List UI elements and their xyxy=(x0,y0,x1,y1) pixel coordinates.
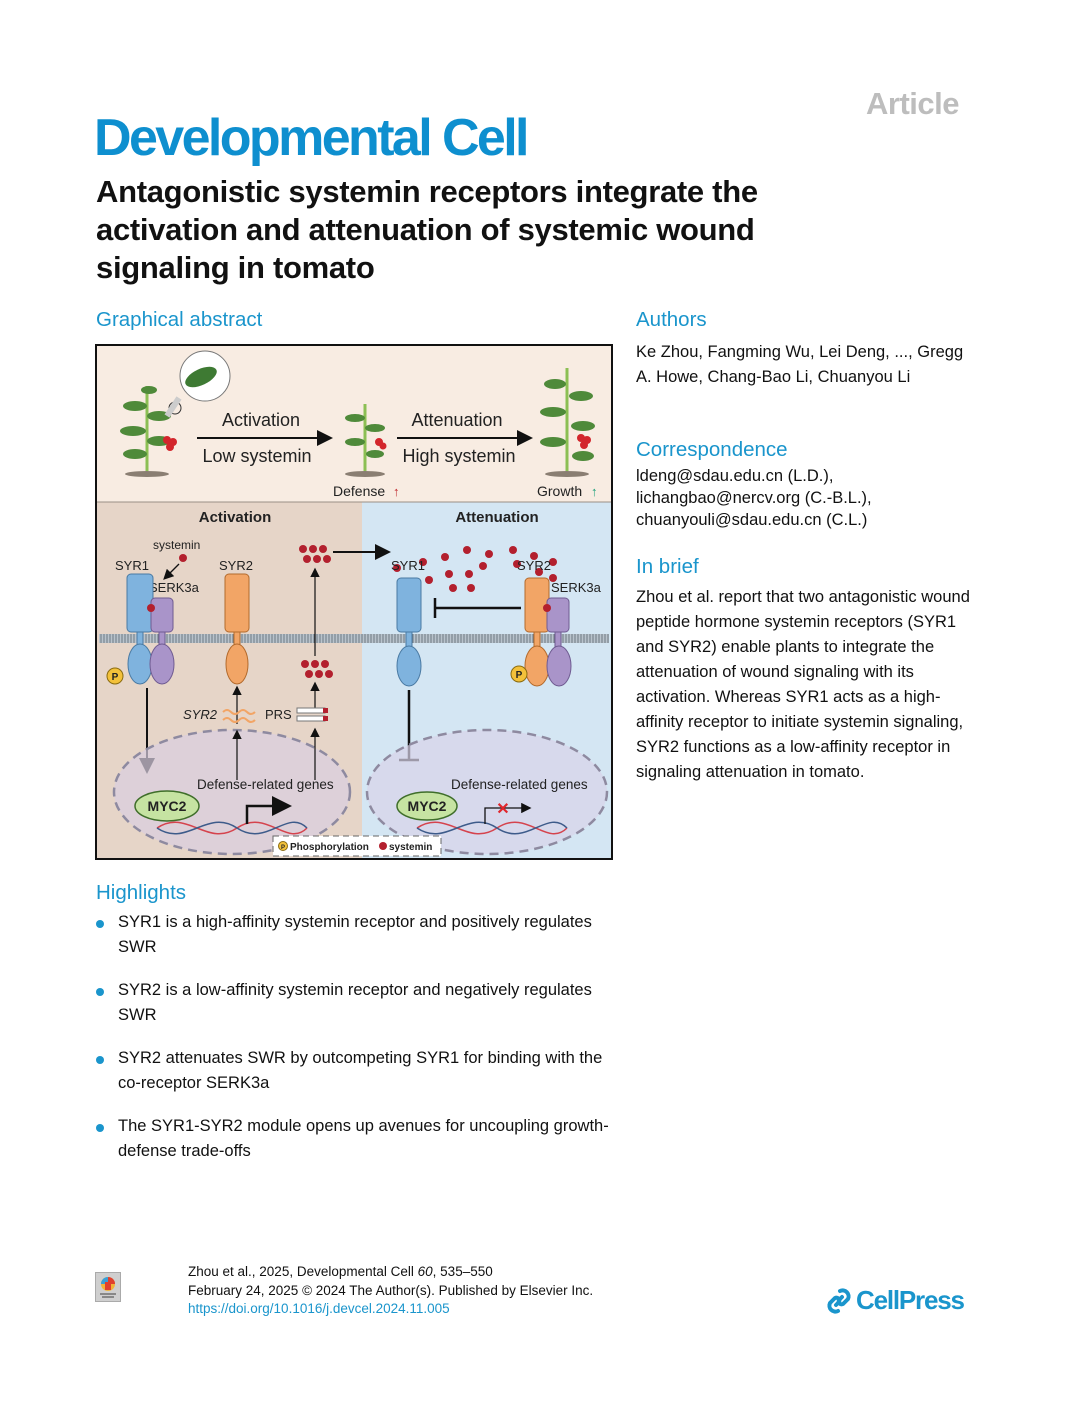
syr1-receptor-right xyxy=(396,577,422,687)
legend-phospho-label: Phosphorylation xyxy=(290,842,369,853)
legend-phospho-icon xyxy=(278,841,288,851)
syr2-label-right: SYR2 xyxy=(517,558,551,573)
in-brief-heading: In brief xyxy=(636,555,699,578)
tomato-plant-icon xyxy=(120,386,182,477)
check-for-updates-icon[interactable] xyxy=(95,1272,121,1302)
author-list: Ke Zhou, Fangming Wu, Lei Deng, ..., Gre… xyxy=(636,343,964,386)
correspondence-list: ldeng@sdau.edu.cn (L.D.), lichangbao@ner… xyxy=(636,465,976,531)
highlight-item: SYR1 is a high-affinity systemin recepto… xyxy=(96,910,616,960)
defense-genes-label-left: Defense-related genes xyxy=(197,777,334,792)
low-systemin-label: Low systemin xyxy=(202,446,311,466)
syr2-receptor-right xyxy=(524,577,550,687)
journal-name: Developmental Cell xyxy=(94,109,530,167)
serk3a-label-left: SERK3a xyxy=(149,580,200,595)
correspondence-heading: Correspondence xyxy=(636,438,788,461)
defense-genes-label-right: Defense-related genes xyxy=(451,777,588,792)
systemin-cluster-bottom xyxy=(301,660,333,678)
nucleus-right xyxy=(365,728,609,856)
prs-gene-label: PRS xyxy=(265,707,292,722)
syr2-mrna-icon xyxy=(222,709,256,723)
inhibition-bar-receptor xyxy=(433,598,521,618)
graphical-abstract-figure: Activation Low systemin Attenuation High… xyxy=(95,344,613,860)
email-link[interactable]: ldeng@sdau.edu.cn (L.D.), xyxy=(636,467,834,485)
graphical-abstract-svg: Activation Low systemin Attenuation High… xyxy=(97,346,611,858)
publication-line: February 24, 2025 © 2024 The Author(s). … xyxy=(188,1282,594,1298)
citation-line: Zhou et al., 2025, Developmental Cell 60… xyxy=(188,1264,493,1279)
growth-up-arrow-icon: ↑ xyxy=(591,484,598,499)
bullet-icon xyxy=(96,1124,104,1132)
email-link[interactable]: chuanyouli@sdau.edu.cn (C.L.) xyxy=(636,511,868,529)
legend-systemin-label: systemin xyxy=(389,842,432,853)
systemin-label: systemin xyxy=(153,538,200,552)
attenuation-label: Attenuation xyxy=(411,410,502,430)
authors-heading: Authors xyxy=(636,308,707,331)
figure-legend: P Phosphorylation systemin xyxy=(272,835,442,857)
bullet-icon xyxy=(96,920,104,928)
citation-footer: Zhou et al., 2025, Developmental Cell 60… xyxy=(188,1263,593,1319)
highlights-list: SYR1 is a high-affinity systemin recepto… xyxy=(96,910,616,1182)
cellpress-logo[interactable]: CellPress xyxy=(826,1285,965,1316)
cellpress-logo-icon xyxy=(827,1287,851,1314)
article-type-label: Article xyxy=(866,86,959,121)
tomato-plant-large-icon xyxy=(540,368,595,477)
left-panel-title: Activation xyxy=(199,509,272,526)
bullet-icon xyxy=(96,1056,104,1064)
systemin-cloud xyxy=(393,546,557,592)
transcription-arrow-left xyxy=(245,796,292,824)
highlight-item: The SYR1-SYR2 module opens up avenues fo… xyxy=(96,1114,616,1164)
svg-text:P: P xyxy=(516,670,523,681)
magnified-leaf-icon xyxy=(164,350,231,418)
email-link[interactable]: lichangbao@nercv.org (C.-B.L.), xyxy=(636,489,872,507)
phospho-icon-right xyxy=(510,665,528,683)
legend-systemin-icon xyxy=(379,842,387,850)
highlight-item: SYR2 is a low-affinity systemin receptor… xyxy=(96,978,616,1028)
serk3a-label-right: SERK3a xyxy=(551,580,602,595)
svg-text:P: P xyxy=(281,845,285,851)
graphical-abstract-heading: Graphical abstract xyxy=(96,308,263,331)
syr1-label-right: SYR1 xyxy=(391,558,425,573)
block-x-icon: ✕ xyxy=(496,801,509,818)
highlights-heading: Highlights xyxy=(96,881,187,904)
syr1-receptor-left xyxy=(126,573,154,685)
defense-up-arrow-icon: ↑ xyxy=(393,484,400,499)
plasma-membrane xyxy=(99,634,609,643)
serk3a-receptor-right xyxy=(546,597,572,687)
systemin-cluster-top xyxy=(299,545,331,563)
growth-outcome-label: Growth xyxy=(537,483,582,499)
bullet-icon xyxy=(96,988,104,996)
myc2-left xyxy=(134,790,200,822)
defense-outcome-label: Defense xyxy=(333,483,385,499)
blocked-transcription-arrow xyxy=(484,802,532,824)
svg-text:MYC2: MYC2 xyxy=(148,798,187,814)
serk3a-receptor-left xyxy=(149,597,175,685)
syr1-label-left: SYR1 xyxy=(115,558,149,573)
prs-transcript-icon xyxy=(296,707,328,722)
doi-link[interactable]: https://doi.org/10.1016/j.devcel.2024.11… xyxy=(188,1301,450,1316)
phospho-icon-left xyxy=(106,667,124,685)
in-brief-text: Zhou et al. report that two antagonistic… xyxy=(636,588,970,781)
article-title: Antagonistic systemin receptors integrat… xyxy=(96,174,758,285)
right-panel-title: Attenuation xyxy=(455,509,538,526)
tomato-plant-small-icon xyxy=(345,404,387,477)
svg-text:P: P xyxy=(112,672,119,683)
svg-text:MYC2: MYC2 xyxy=(408,798,447,814)
syr2-gene-label: SYR2 xyxy=(183,707,218,722)
systemin-dot xyxy=(179,554,187,562)
top-panel-bg xyxy=(97,346,611,502)
syr2-label-left: SYR2 xyxy=(219,558,253,573)
syr2-receptor-left xyxy=(224,573,250,685)
activation-label: Activation xyxy=(222,410,300,430)
highlight-item: SYR2 attenuates SWR by outcompeting SYR1… xyxy=(96,1046,616,1096)
high-systemin-label: High systemin xyxy=(402,446,515,466)
myc2-right xyxy=(396,791,458,821)
